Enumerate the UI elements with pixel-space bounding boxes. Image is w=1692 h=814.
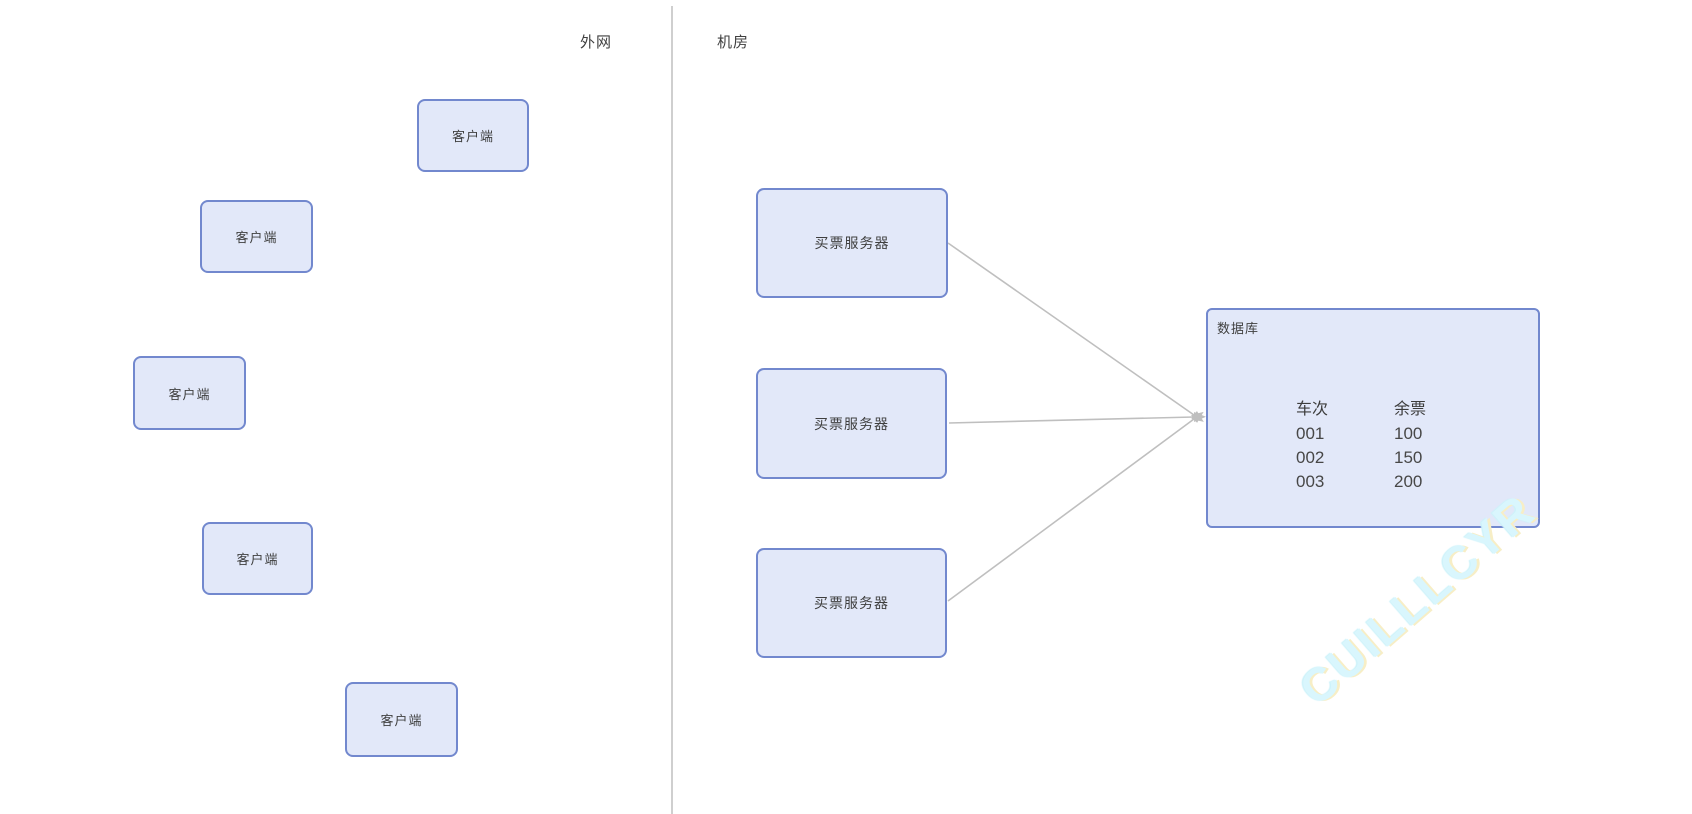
- client-node-label: 客户端: [380, 713, 423, 728]
- ticket-table: 车次 余票 001 100 002 150 003 200: [1296, 398, 1426, 494]
- ticket-table-cell: 200: [1394, 472, 1423, 491]
- ticket-table-cell: 150: [1394, 448, 1423, 467]
- ticket-server-label: 买票服务器: [814, 415, 889, 432]
- ticket-table-cell: 003: [1296, 472, 1325, 491]
- client-node-3[interactable]: 客户端: [133, 356, 246, 430]
- ticket-table-cell: 002: [1296, 448, 1325, 467]
- client-node-2[interactable]: 客户端: [200, 200, 313, 273]
- ticket-server-node-1[interactable]: 买票服务器: [756, 188, 948, 298]
- client-node-1[interactable]: 客户端: [417, 99, 529, 172]
- zone-label-server-room: 机房: [717, 34, 750, 51]
- ticket-table-cell: 100: [1394, 424, 1423, 443]
- client-node-label: 客户端: [236, 552, 279, 567]
- ticket-server-node-2[interactable]: 买票服务器: [756, 368, 947, 479]
- zone-divider-line: [671, 6, 673, 814]
- ticket-server-label: 买票服务器: [814, 235, 890, 251]
- ticket-table-cell: 001: [1296, 424, 1325, 443]
- client-node-4[interactable]: 客户端: [202, 522, 313, 595]
- ticket-server-label: 买票服务器: [814, 595, 889, 611]
- client-node-label: 客户端: [235, 230, 278, 245]
- database-node[interactable]: 数据库 车次 余票 001 100 002 150 003 200: [1206, 308, 1540, 528]
- client-node-5[interactable]: 客户端: [345, 682, 458, 757]
- ticket-table-header-train: 车次: [1296, 401, 1329, 418]
- client-node-label: 客户端: [168, 386, 211, 402]
- database-title: 数据库: [1217, 321, 1260, 336]
- ticket-table-header-remaining: 余票: [1394, 401, 1427, 418]
- zone-label-external-network: 外网: [580, 34, 613, 51]
- client-node-label: 客户端: [451, 129, 494, 144]
- ticket-server-node-3[interactable]: 买票服务器: [756, 548, 947, 658]
